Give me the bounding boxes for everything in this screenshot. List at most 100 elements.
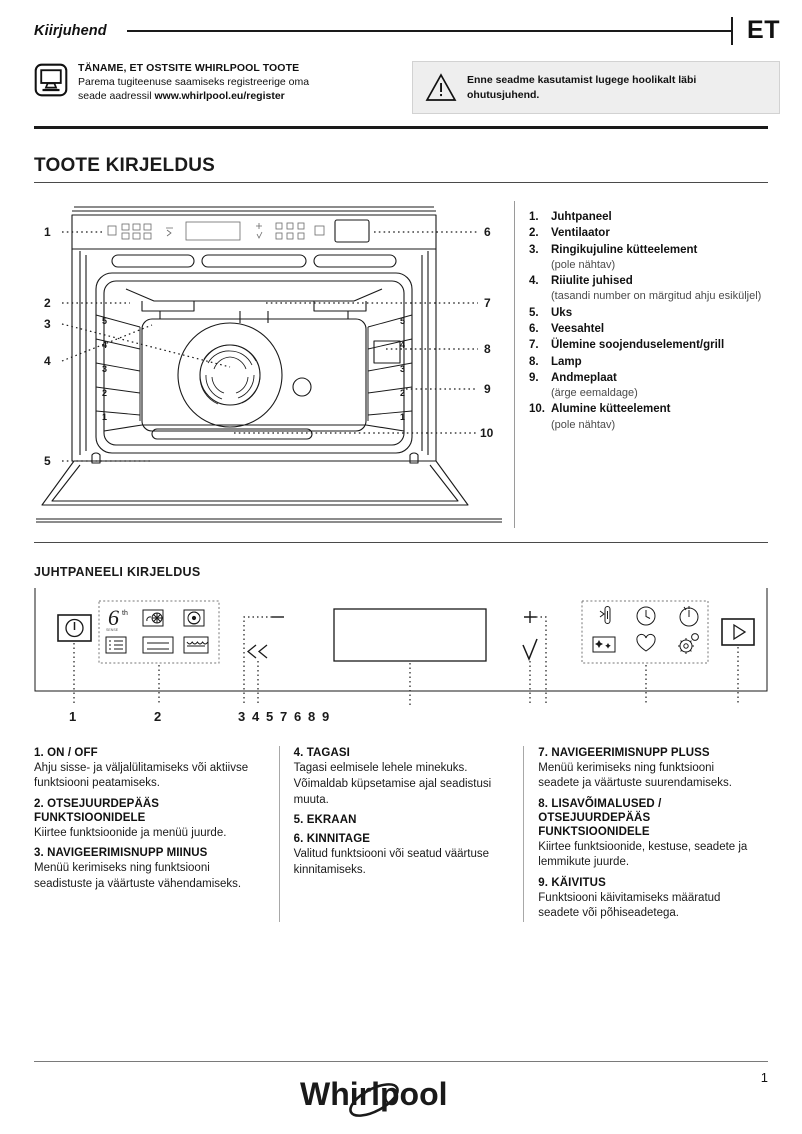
svg-text:7: 7 (484, 296, 491, 310)
legend-label: Juhtpaneel (551, 211, 612, 223)
product-section-title: TOOTE KIRJELDUS (34, 155, 768, 183)
legend-item-9-sub: (ärge eemaldage) (529, 386, 768, 401)
description-column-1: 1. ON / OFF Ahju sisse- ja väljalülitami… (34, 746, 279, 922)
desc-body-4: Tagasi eelmisele lehele minekuks. (293, 762, 468, 775)
desc-heading-9: 9. KÄIVITUS (538, 876, 606, 889)
desc-body-4b: Võimaldab küpsetamise ajal seadistusi mu… (293, 778, 492, 806)
desc-heading-7: 7. NAVIGEERIMISNUPP PLUSS (538, 747, 710, 759)
legend-item-2: 2. Ventilaator (529, 225, 768, 241)
desc-heading-4: 4. TAGASI (293, 747, 350, 759)
page-footer: Whirlpool 1 (34, 1061, 768, 1118)
desc-heading-8: 8. LISAVÕIMALUSED / OTSEJUURDEPÄÄS FUNKT… (538, 797, 662, 838)
svg-text:4: 4 (44, 354, 51, 368)
svg-text:2: 2 (154, 709, 161, 724)
product-section-divider (34, 542, 768, 543)
document-title: Kiirjuhend (34, 22, 107, 39)
legend-label: Ventilaator (551, 227, 610, 240)
language-code: ET (747, 16, 780, 44)
oven-illustration: 5 4 3 2 1 5 4 3 2 1 (36, 206, 502, 523)
registration-heading: TÄNAME, ET OSTSITE WHIRLPOOL TOOTE (78, 62, 300, 74)
page-number: 1 (760, 1070, 768, 1085)
description-column-3: 7. NAVIGEERIMISNUPP PLUSS Menüü kerimise… (523, 746, 768, 922)
svg-text:10: 10 (480, 426, 494, 440)
svg-text:th: th (122, 610, 128, 617)
control-panel-illustration: 6 th SENSE (34, 588, 768, 724)
whirlpool-wordmark: Whirlpool (300, 1076, 448, 1112)
footer-divider (34, 1061, 768, 1062)
registration-notice: TÄNAME, ET OSTSITE WHIRLPOOL TOOTE Parem… (34, 60, 394, 104)
legend-num: 5. (529, 306, 539, 319)
desc-body-9: Funktsiooni käivitamiseks määratud seade… (538, 891, 721, 920)
warning-line-1: Enne seadme kasutamist lugege hoolikalt … (467, 74, 697, 87)
back-rewind-icon (246, 644, 268, 659)
legend-num: 2. (529, 227, 539, 240)
legend-label: Andmeplaat (551, 371, 617, 384)
monitor-icon (34, 63, 68, 97)
legend-num: 10. (529, 403, 545, 416)
svg-text:9: 9 (322, 709, 329, 724)
safety-warning-box: Enne seadme kasutamist lugege hoolikalt … (412, 61, 780, 114)
legend-item-3-sub: (pole nähtav) (529, 258, 768, 273)
svg-text:3: 3 (44, 317, 51, 331)
svg-text:5: 5 (102, 316, 107, 326)
page-header: Kiirjuhend ET (0, 0, 802, 52)
svg-text:2: 2 (400, 388, 405, 398)
svg-text:2: 2 (102, 388, 107, 398)
legend-item-4: 4.Riiulite juhised (529, 273, 768, 289)
svg-text:1: 1 (44, 225, 51, 239)
header-rule (126, 16, 734, 45)
desc-heading-5: 5. EKRAAN (293, 814, 357, 827)
registration-url[interactable]: www.whirlpool.eu/register (154, 89, 285, 102)
legend-item-1: 1.Juhtpaneel (529, 209, 768, 225)
svg-text:3: 3 (238, 709, 245, 724)
legend-label: Ülemine soojenduselement/grill (551, 339, 725, 352)
product-description-block: 5 4 3 2 1 5 4 3 2 1 (34, 193, 768, 528)
play-start-icon (721, 618, 755, 646)
checkmark-icon (522, 638, 538, 661)
svg-text:5: 5 (400, 316, 405, 326)
svg-text:4: 4 (400, 340, 405, 350)
control-panel-section-title: JUHTPANEELI KIRJELDUS (34, 565, 201, 579)
legend-label: Uks (551, 306, 573, 319)
svg-text:3: 3 (102, 364, 107, 374)
desc-body-6: Valitud funktsiooni või seatud väärtuse … (293, 848, 490, 876)
svg-text:9: 9 (484, 382, 491, 396)
intro-strip: TÄNAME, ET OSTSITE WHIRLPOOL TOOTE Parem… (0, 52, 802, 114)
product-legend: 1.Juhtpaneel 2. Ventilaator 3.Ringikujuli… (514, 201, 768, 528)
legend-num: 7. (529, 339, 539, 352)
svg-text:4: 4 (102, 340, 107, 350)
legend-item-6: 6.Veesahtel (529, 321, 768, 337)
svg-text:3: 3 (400, 364, 405, 374)
power-on-off-icon (57, 614, 92, 642)
description-column-2: 4. TAGASI Tagasi eelmisele lehele mineku… (278, 746, 524, 922)
legend-subtext: (pole nähtav) (551, 258, 616, 271)
whirlpool-swirl (349, 1083, 399, 1117)
warning-triangle-icon (425, 73, 457, 101)
whirlpool-logo: Whirlpool (300, 1076, 448, 1117)
legend-item-9: 9.Andmeplaat (529, 370, 768, 386)
desc-heading-2: 2. OTSEJUURDEPÄÄS FUNKTSIOONIDELE (34, 797, 160, 824)
legend-item-10: 10.Alumine kütteelement (529, 401, 768, 417)
legend-label: Riiulite juhised (551, 275, 633, 288)
legend-item-10-sub: (pole nähtav) (529, 418, 768, 433)
desc-body-8: Kiirtee funktsioonide, kestuse, seadete … (538, 840, 748, 869)
legend-item-3: 3.Ringikujuline kütteelement (529, 242, 768, 258)
legend-label: Ringikujuline kütteelement (551, 243, 698, 256)
legend-item-8: 8.Lamp (529, 354, 768, 370)
svg-text:SENSE: SENSE (106, 628, 119, 632)
svg-text:4: 4 (252, 709, 260, 724)
svg-text:7: 7 (280, 709, 287, 724)
svg-text:1: 1 (69, 709, 76, 724)
legend-item-5: 5. Uks (529, 305, 768, 321)
desc-body-1: Ahju sisse- ja väljalülitamiseks või akt… (34, 762, 249, 790)
svg-text:5: 5 (266, 709, 273, 724)
desc-heading-1: 1. ON / OFF (34, 747, 98, 759)
legend-item-4-sub: (tasandi number on märgitud ahju esikülj… (529, 289, 768, 304)
svg-text:1: 1 (102, 412, 107, 422)
legend-subtext: (pole nähtav) (551, 418, 616, 431)
header-divider (34, 126, 768, 129)
button-descriptions: 1. ON / OFF Ahju sisse- ja väljalülitami… (34, 746, 768, 922)
oven-diagram: 5 4 3 2 1 5 4 3 2 1 (34, 193, 504, 528)
desc-body-7: Menüü kerimiseks ning funktsiooni seadet… (538, 762, 732, 790)
legend-subtext: (tasandi number on märgitud ahju esikülj… (551, 290, 762, 303)
